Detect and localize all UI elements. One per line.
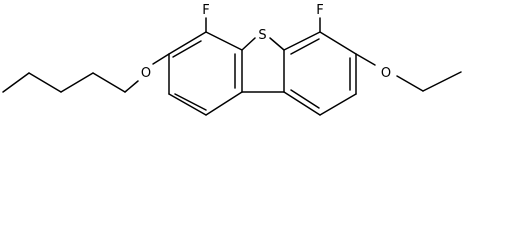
pentyloxy-chain [2,53,170,93]
bond-c3-c3-inner [172,40,202,58]
right-benzene-ring [283,31,357,116]
bond-c6-c7 [319,31,357,55]
bond-c9-c9b-inner [290,89,320,109]
bond-ch2-4-ch3 [2,72,30,93]
ethoxy-chain [355,53,462,92]
dibenzothiophene-structure: S F F O O [2,3,462,116]
bond-o-ch2 [396,75,424,92]
bond-s-c5a [269,37,285,51]
bond-ch2-ch3 [422,71,462,92]
sulfur-atom-label: S [258,28,266,43]
bond-c4a-c4 [205,31,243,51]
bond-c1-c9a [205,91,243,116]
bond-ch2-3-ch2-4 [28,72,62,93]
bond-o-ch2-1 [124,80,139,93]
fluorine-substituents [205,17,321,33]
thiophene-ring [241,37,285,93]
bond-c2-c1 [168,93,207,116]
bond-s-c4a [241,37,256,51]
bond-c7-o [355,53,376,66]
bond-c9-c9b [283,91,321,116]
bond-c8-c9 [319,93,357,116]
oxygen-pentyloxy-atom-label: O [141,66,151,81]
fluorine-left-atom-label: F [202,3,209,18]
bond-c5a-c6 [283,31,321,51]
bond-ch2-2-ch2-3 [60,72,94,93]
bond-c2-c1-inner [174,93,207,111]
bond-c3-o [152,53,170,65]
bond-c5a-c6-inner [290,38,320,55]
left-benzene-ring [168,31,243,116]
bond-ch2-1-ch2-2 [92,72,126,93]
bond-c4-c3 [168,31,207,55]
oxygen-ethoxy-atom-label: O [381,66,391,81]
fluorine-right-atom-label: F [316,3,323,18]
